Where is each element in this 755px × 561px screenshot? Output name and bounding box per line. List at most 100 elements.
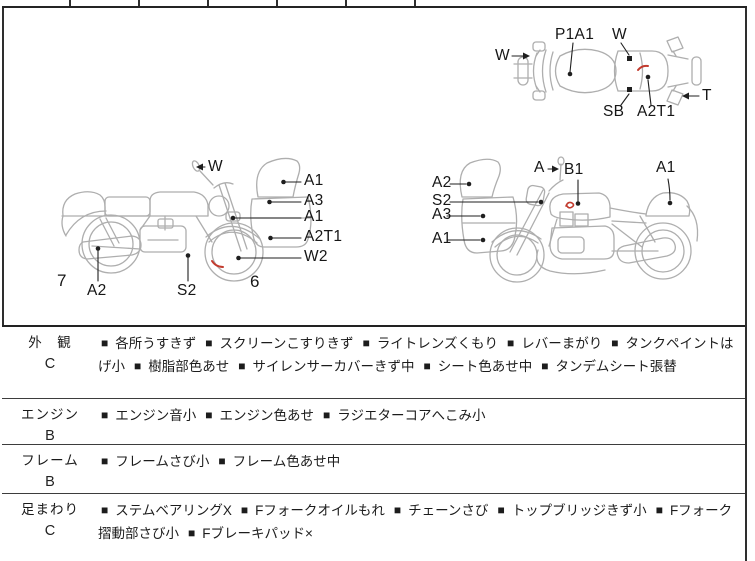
bullet-icon: ■ xyxy=(393,503,402,517)
condition-note: タンデムシート張替 xyxy=(555,359,677,374)
callout-p1a1: P1A1 xyxy=(555,26,595,43)
bullet-icon: ■ xyxy=(205,408,213,422)
condition-note: 各所うすきず xyxy=(115,336,197,351)
bullet-icon: ■ xyxy=(362,336,370,350)
condition-note: ライトレンズくもり xyxy=(376,336,499,351)
left-side-leader-lines xyxy=(95,163,302,282)
bullet-icon: ■ xyxy=(507,336,515,350)
left-side-red-damage-mark xyxy=(211,260,224,268)
condition-note: レバーまがり xyxy=(521,336,603,351)
top-view-bike-art xyxy=(513,36,702,106)
bullet-icon: ■ xyxy=(497,503,505,517)
callout-a-mirror: A xyxy=(534,159,545,176)
section-row-engine: エンジン B ■ エンジン音小 ■ エンジン色あせ ■ ラジエターコアへこみ小 xyxy=(2,398,745,444)
callout-a3-cowl-r: A3 xyxy=(432,206,452,223)
callout-w-left: W xyxy=(495,47,510,64)
condition-note: 樹脂部色あせ xyxy=(148,359,230,374)
condition-note: スクリーンこすりきず xyxy=(219,336,354,351)
table-divider xyxy=(138,0,140,6)
section-row-undercarriage: 足まわり C ■ステムベアリングX■Fフォークオイルもれ■チェーンさび■トップブ… xyxy=(2,493,745,561)
sheet-left-border xyxy=(2,0,4,561)
top-view-red-damage-mark xyxy=(637,64,649,71)
callout-s2-engine: S2 xyxy=(177,282,197,299)
section-grade: B xyxy=(45,474,55,490)
bullet-icon: ■ xyxy=(240,503,249,517)
bullet-icon: ■ xyxy=(218,454,226,468)
bullet-icon: ■ xyxy=(541,359,549,373)
section-grade: C xyxy=(44,356,56,372)
section-label: フレーム xyxy=(21,453,79,468)
callout-num-7: 7 xyxy=(57,271,67,290)
condition-note: タンクペイントはげ小 xyxy=(98,336,734,374)
section-row-exterior: 外 観 C ■ 各所うすきず ■ スクリーンこすりきず ■ ライトレンズくもり ■ レバーまが… xyxy=(2,325,745,398)
callout-a1-cowl: A1 xyxy=(432,230,452,247)
condition-note: サイレンサーカバーきず中 xyxy=(252,359,415,374)
left-side-bike-art xyxy=(61,157,312,282)
condition-notes: ■ フレームさび小 ■ フレーム色あせ中 xyxy=(98,445,745,493)
condition-note: トップブリッジきず小 xyxy=(511,503,647,518)
section-label-column: エンジン B xyxy=(2,399,98,444)
condition-note: Fフォークオイルもれ xyxy=(255,503,385,518)
right-side-red-damage-mark xyxy=(565,201,575,209)
table-divider xyxy=(414,0,416,6)
callout-w2-wheel: W2 xyxy=(304,248,328,265)
bullet-icon: ■ xyxy=(134,359,142,373)
bullet-icon: ■ xyxy=(323,408,331,422)
callout-a2-screen: A2 xyxy=(432,174,452,191)
header-table-remnant xyxy=(2,0,747,8)
condition-note: Fブレーキパッド× xyxy=(202,526,313,541)
callout-a1-screen: A1 xyxy=(304,172,324,189)
section-row-frame: フレーム B ■ フレームさび小 ■ フレーム色あせ中 xyxy=(2,444,745,493)
sheet-right-border xyxy=(745,0,747,561)
callout-a2t1-top: A2T1 xyxy=(637,103,676,120)
callout-a1-winker: A1 xyxy=(304,208,324,225)
condition-note: シート色あせ中 xyxy=(437,359,533,374)
right-side-bike-art xyxy=(459,156,699,283)
top-view-leader-lines xyxy=(511,42,700,106)
bullet-icon: ■ xyxy=(188,526,196,540)
callout-num-6: 6 xyxy=(250,272,260,291)
bullet-icon: ■ xyxy=(655,503,663,517)
condition-note: ラジエターコアへこみ小 xyxy=(337,408,486,423)
bullet-icon: ■ xyxy=(205,336,213,350)
callout-s2-fork: S2 xyxy=(432,192,452,209)
condition-note: フレーム色あせ中 xyxy=(232,454,341,469)
callout-a2-muffler: A2 xyxy=(87,282,107,299)
callout-w-mirror: W xyxy=(208,158,223,175)
condition-note: チェーンさび xyxy=(408,503,489,518)
bullet-icon: ■ xyxy=(611,336,619,350)
section-label-column: フレーム B xyxy=(2,445,98,493)
bullet-icon: ■ xyxy=(101,408,109,422)
callout-a1-tail: A1 xyxy=(656,159,676,176)
condition-notes: ■ステムベアリングX■Fフォークオイルもれ■チェーンさび■トップブリッジきず小■… xyxy=(98,494,745,561)
condition-note: エンジン音小 xyxy=(115,408,197,423)
callout-w-top: W xyxy=(612,26,627,43)
table-divider xyxy=(345,0,347,6)
callout-b1-tank: B1 xyxy=(564,161,584,178)
condition-notes: ■ 各所うすきず ■ スクリーンこすりきず ■ ライトレンズくもり ■ レバーまがり ■タンクペ… xyxy=(98,327,745,398)
bullet-icon: ■ xyxy=(101,454,109,468)
section-label: 足まわり xyxy=(21,502,79,517)
bullet-icon: ■ xyxy=(101,503,109,517)
condition-note: エンジン色あせ xyxy=(219,408,315,423)
section-grade: B xyxy=(45,428,55,444)
table-divider xyxy=(276,0,278,6)
section-label: 外 観 xyxy=(28,335,72,350)
bullet-icon: ■ xyxy=(423,359,431,373)
callout-a2t1-cowl: A2T1 xyxy=(304,228,343,245)
section-label: エンジン xyxy=(21,407,79,422)
bullet-icon: ■ xyxy=(238,359,246,373)
table-divider xyxy=(207,0,209,6)
callout-sb: SB xyxy=(603,103,625,120)
table-divider xyxy=(69,0,71,6)
callout-t: T xyxy=(702,87,712,104)
section-label-column: 外 観 C xyxy=(2,327,98,398)
condition-note: Fフォーク摺動部さび小 xyxy=(98,503,733,541)
callout-a3-cowl: A3 xyxy=(304,192,324,209)
section-grade: C xyxy=(44,523,56,539)
right-side-leader-lines xyxy=(446,165,673,243)
condition-note: フレームさび小 xyxy=(115,454,210,469)
section-label-column: 足まわり C xyxy=(2,494,98,561)
